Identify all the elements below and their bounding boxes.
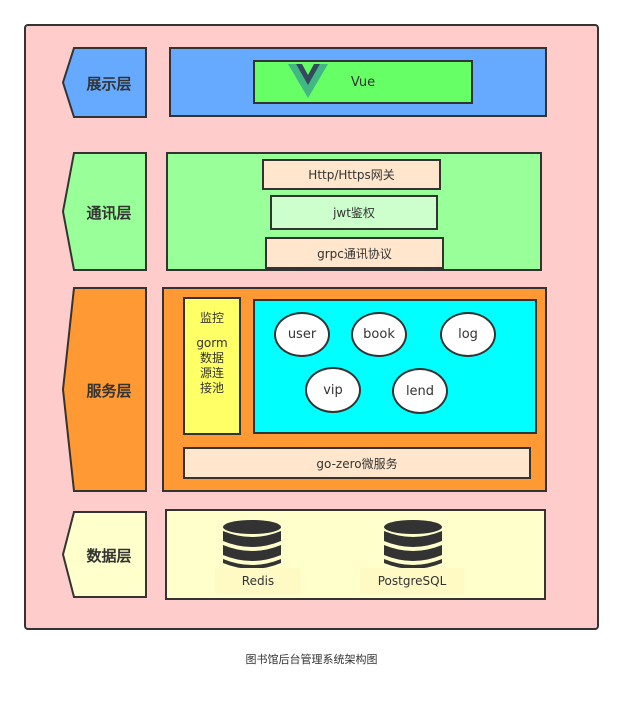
- gorm-label-line3: 源连: [199, 366, 224, 380]
- database-icon: [384, 520, 442, 569]
- postgresql-label: PostgreSQL: [377, 574, 447, 588]
- service-node: book: [351, 312, 407, 357]
- presentation-layer-arrow: [61, 47, 147, 118]
- communication-layer-label: 通讯层: [86, 203, 132, 222]
- vue-box: Vue: [253, 60, 473, 104]
- gorm-label: gorm: [196, 336, 228, 350]
- redis-label-box: Redis: [215, 568, 301, 594]
- service-layer-arrow: [61, 287, 147, 492]
- database-icon: [223, 520, 281, 569]
- gorm-label-line2: 数据: [199, 351, 224, 365]
- service-node-lend: lend: [405, 383, 435, 399]
- jwt-box: jwt鉴权: [270, 195, 438, 230]
- presentation-layer-label: 展示层: [86, 74, 132, 93]
- communication-layer-arrow: [61, 152, 147, 271]
- service-node-log: log: [458, 327, 478, 342]
- framework-label: go-zero微服务: [316, 456, 398, 471]
- monitoring-panel: 监控 gorm 数据 源连 接池: [183, 297, 241, 435]
- service-node: user: [274, 312, 330, 357]
- redis-label: Redis: [241, 574, 275, 588]
- grpc-box: grpc通讯协议: [265, 237, 444, 269]
- gorm-label-line4: 接池: [199, 381, 224, 395]
- vue-logo-icon: [288, 64, 328, 98]
- vue-label: Vue: [350, 74, 376, 90]
- data-layer-arrow: [61, 511, 147, 598]
- data-layer-label: 数据层: [86, 546, 132, 565]
- service-node-user: user: [287, 327, 317, 342]
- postgresql-label-box: PostgreSQL: [360, 568, 464, 594]
- service-node: vip: [305, 367, 361, 413]
- service-node-vip: vip: [323, 382, 343, 398]
- gateway-box: Http/Https网关: [262, 159, 441, 190]
- jwt-label: jwt鉴权: [333, 206, 375, 220]
- service-node-book: book: [363, 327, 395, 342]
- gateway-label: Http/Https网关: [308, 168, 395, 182]
- service-node: lend: [392, 368, 448, 414]
- diagram-caption: 图书馆后台管理系统架构图: [245, 653, 378, 666]
- monitoring-label: 监控: [199, 311, 224, 325]
- grpc-label: grpc通讯协议: [317, 246, 392, 261]
- service-node: log: [440, 312, 496, 357]
- framework-box: go-zero微服务: [183, 447, 531, 479]
- service-layer-label: 服务层: [86, 381, 132, 400]
